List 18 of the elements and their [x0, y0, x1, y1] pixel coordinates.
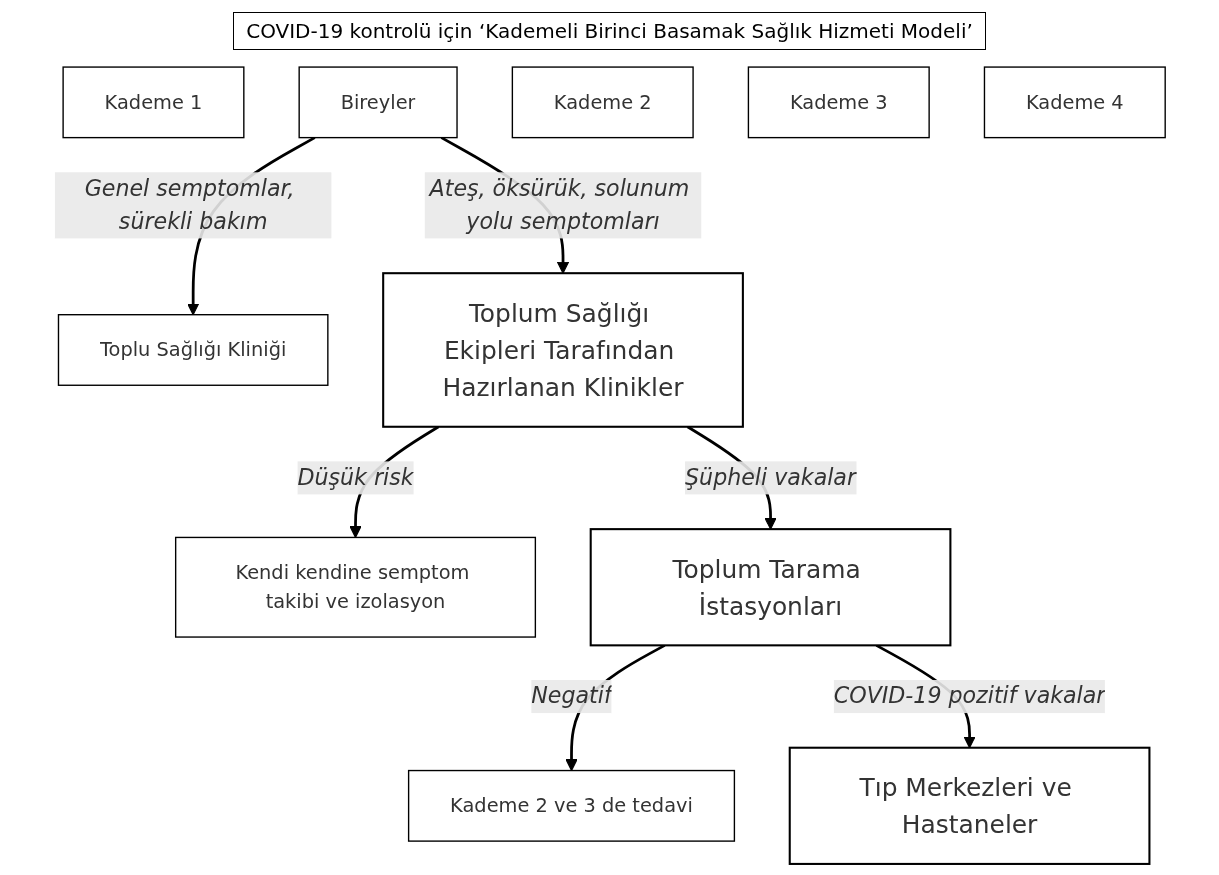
- edge-label: Genel semptomlar, sürekli bakım: [84, 174, 295, 235]
- node-box: Toplum Sağlığı Ekipleri Tarafından Hazırlanan Klinikler: [381, 272, 744, 428]
- title: COVID-19 kontrolü için ‘Kademeli Birinci Basamak Sağlık Hizmeti Modeli’: [233, 12, 986, 50]
- edge-label: COVID-19 pozitif vakalar: [833, 682, 1105, 709]
- node-box: Kademe 1: [61, 66, 244, 139]
- edge-label: Ateş, öksürük, solunum yolu semptomları: [429, 174, 689, 235]
- node-box: Kademe 2: [511, 66, 694, 139]
- node-box: Tıp Merkezleri ve Hastaneler: [788, 746, 1150, 865]
- node-box: Kendi kendine semptom takibi ve izolasyon: [174, 536, 536, 638]
- edge-label: Negatif: [530, 682, 612, 709]
- edge-label: Düşük risk: [296, 464, 414, 491]
- node-box: Kademe 4: [983, 66, 1166, 139]
- edge-label: Şüpheli vakalar: [684, 464, 856, 491]
- node-box: Toplu Sağlığı Kliniği: [57, 314, 329, 386]
- node-box: Kademe 2 ve 3 de tedavi: [407, 769, 735, 842]
- node-box: Kademe 3: [747, 66, 930, 139]
- node-box: Bireyler: [298, 66, 458, 139]
- node-box: Toplum Tarama İstasyonları: [589, 528, 951, 647]
